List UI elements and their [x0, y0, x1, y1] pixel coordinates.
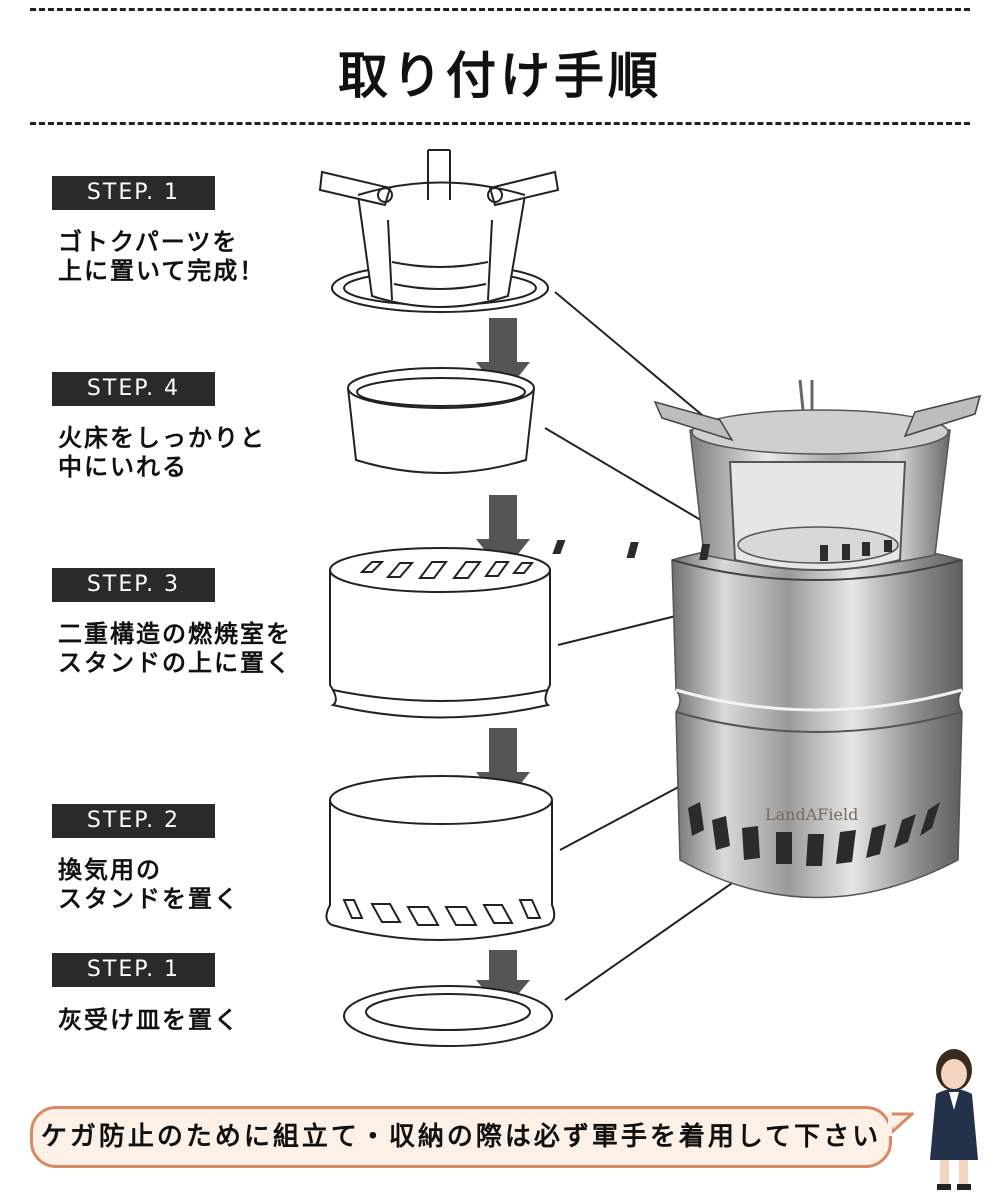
bubble-tail: [888, 1112, 914, 1136]
assistant-figure: [930, 1049, 978, 1190]
ash-tray-part: [343, 985, 553, 1047]
safety-notice-bubble: ケガ防止のために組立て・収納の際は必ず軍手を着用して下さい: [30, 1106, 892, 1168]
step-4-badge: STEP. 4: [52, 372, 215, 406]
step-3-text: 二重構造の燃焼室をスタンドの上に置く: [58, 620, 292, 677]
step-2-badge: STEP. 2: [52, 804, 215, 838]
page-title: 取り付け手順: [338, 47, 662, 105]
step-5-badge: STEP. 1: [52, 176, 215, 210]
brand-logo: LandAField: [765, 805, 858, 824]
step-2-text: 換気用のスタンドを置く: [58, 856, 240, 913]
step-3-badge: STEP. 3: [52, 568, 215, 602]
title-divider: [30, 122, 970, 125]
step-5-text: ゴトクパーツを上に置いて完成！: [58, 228, 266, 285]
step-1-text: 灰受け皿を置く: [58, 1006, 240, 1034]
pot-support-part: [318, 149, 560, 313]
step-4-text: 火床をしっかりと中にいれる: [58, 424, 266, 481]
step-1-badge: STEP. 1: [52, 953, 215, 987]
combustion-chamber-part: [329, 547, 551, 719]
safety-notice-text: ケガ防止のために組立て・収納の際は必ず軍手を着用して下さい: [40, 1122, 882, 1152]
stand-part: [325, 775, 556, 941]
top-divider: [30, 8, 970, 11]
stove-illustration: LandAField: [552, 379, 982, 899]
fire-bed-part: [347, 367, 535, 474]
